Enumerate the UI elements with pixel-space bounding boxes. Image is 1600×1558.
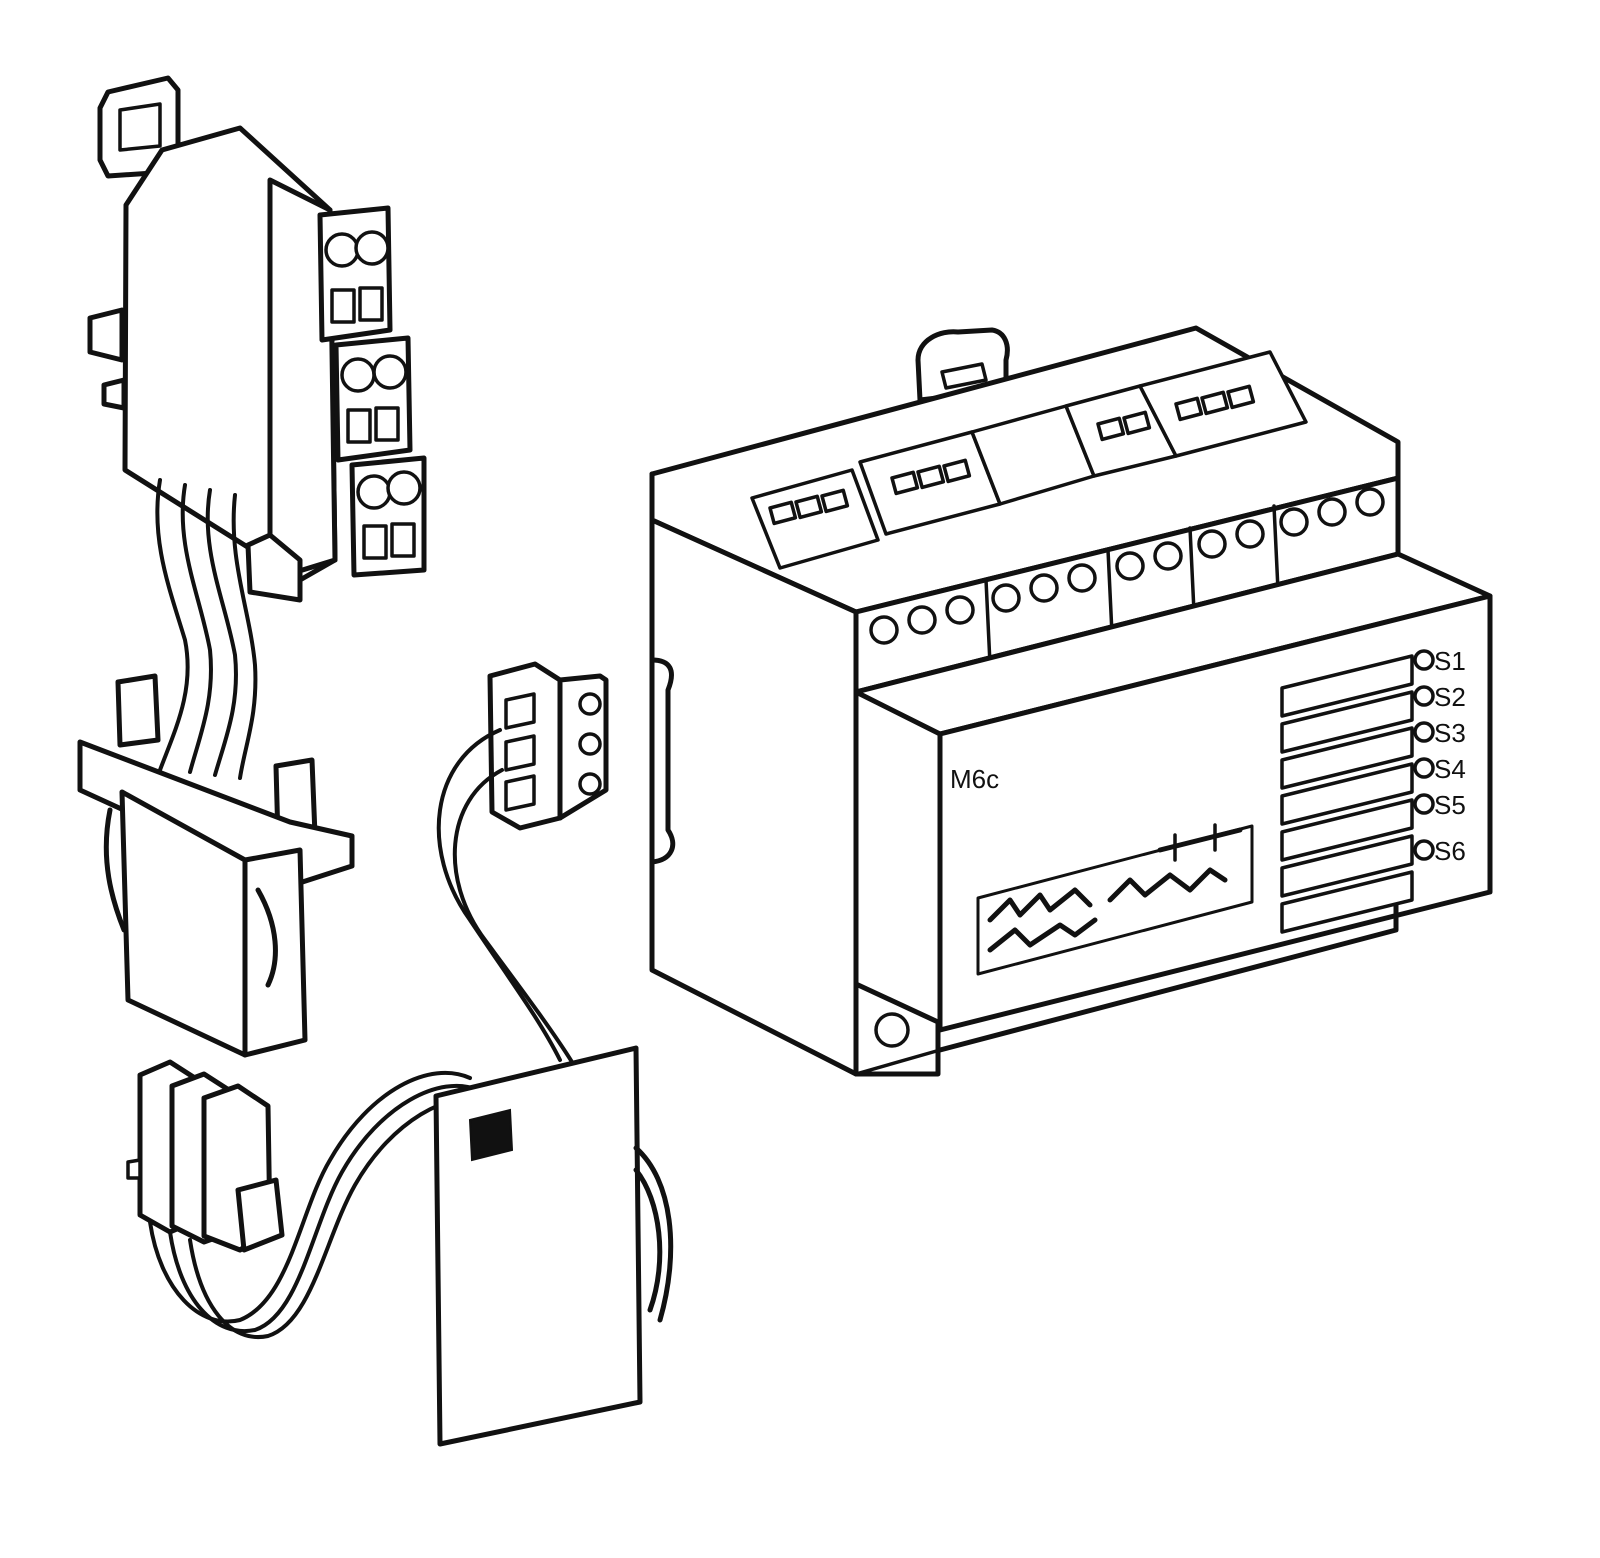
led-s6-icon xyxy=(1413,839,1435,861)
output-s6: S6 xyxy=(1413,836,1466,866)
output-label-s4: S4 xyxy=(1434,754,1466,784)
led-s2-icon xyxy=(1413,685,1435,707)
contact-block-wires xyxy=(155,478,258,780)
led-s5-icon xyxy=(1413,793,1435,815)
led-s3-icon xyxy=(1413,721,1435,743)
output-s1: S1 xyxy=(1413,646,1466,676)
output-label-s5: S5 xyxy=(1434,790,1466,820)
circuit-card xyxy=(433,1045,674,1447)
output-indicators: S1 S2 S3 S4 S5 S6 xyxy=(1413,646,1466,866)
wiring-schematic xyxy=(976,823,1254,976)
output-label-s3: S3 xyxy=(1434,718,1466,748)
output-label-s6: S6 xyxy=(1434,836,1466,866)
m6c-module: M6c S1 S2 xyxy=(649,325,1493,1077)
terminal-screws xyxy=(869,487,1385,645)
module-name-label: M6c xyxy=(950,764,999,794)
led-s1-icon xyxy=(1413,649,1435,671)
led-s4-icon xyxy=(1413,757,1435,779)
right-connector-wires xyxy=(436,728,574,1064)
output-label-s1: S1 xyxy=(1434,646,1466,676)
output-s4: S4 xyxy=(1413,754,1466,784)
output-s3: S3 xyxy=(1413,718,1466,748)
plug-connector xyxy=(77,673,355,1058)
output-s5: S5 xyxy=(1413,790,1466,820)
three-pin-connector-right xyxy=(487,661,609,831)
output-label-s2: S2 xyxy=(1434,682,1466,712)
three-pin-connector-left xyxy=(126,1059,285,1253)
output-s2: S2 xyxy=(1413,682,1466,712)
left-connector-wires xyxy=(148,1070,488,1340)
output-slots xyxy=(1280,654,1414,934)
auxiliary-contact-block xyxy=(87,75,427,603)
